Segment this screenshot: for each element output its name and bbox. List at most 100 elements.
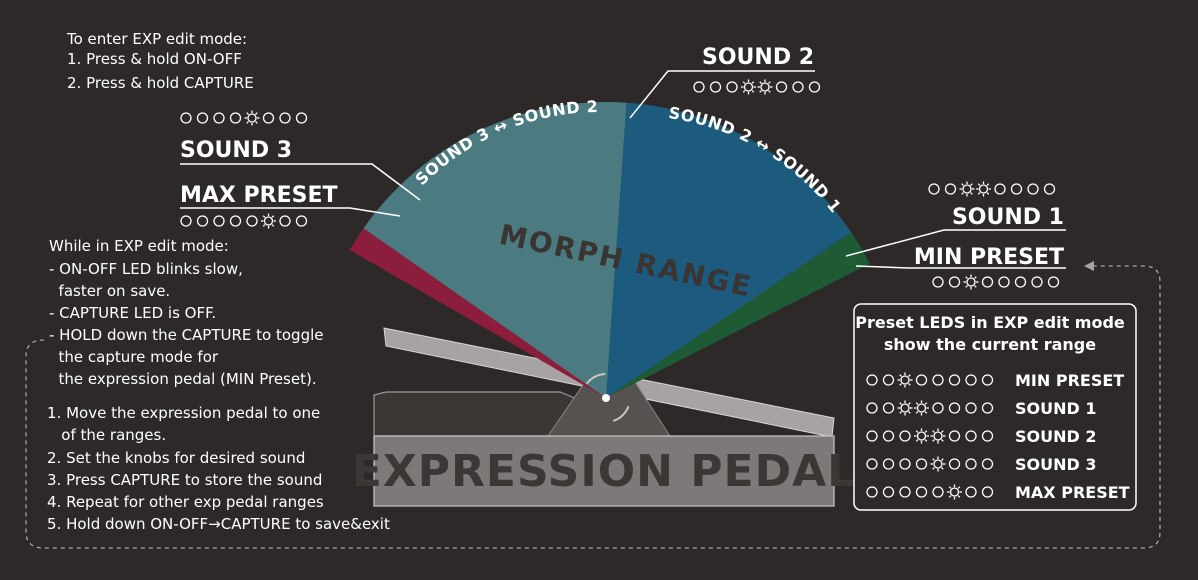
led-off-icon	[1045, 184, 1055, 194]
legend-row-label: MIN PRESET	[1015, 371, 1124, 390]
led-off-icon	[884, 403, 894, 413]
led-on-icon	[931, 457, 946, 472]
sound2-label: SOUND 2	[702, 45, 814, 70]
led-off-icon	[1012, 184, 1022, 194]
step-line: of the ranges.	[47, 426, 166, 444]
led-off-icon	[214, 216, 224, 226]
legend-title-line-1: Preset LEDS in EXP edit mode	[855, 313, 1125, 332]
sound1-label: SOUND 1	[952, 205, 1064, 230]
led-off-icon	[933, 403, 943, 413]
note-line: - CAPTURE LED is OFF.	[49, 304, 216, 322]
enter-mode-step-2: 2. Press & hold CAPTURE	[67, 74, 254, 92]
led-on-icon	[741, 80, 756, 95]
step-line: 3. Press CAPTURE to store the sound	[47, 471, 322, 489]
led-off-icon	[711, 82, 721, 92]
led-off-icon	[867, 403, 877, 413]
led-on-icon	[245, 111, 260, 126]
led-off-icon	[1049, 277, 1059, 287]
led-off-icon	[280, 113, 290, 123]
max-preset-led-row	[181, 214, 307, 229]
enter-mode-title: To enter EXP edit mode:	[66, 30, 247, 48]
led-off-icon	[983, 403, 993, 413]
legend-row: MAX PRESET	[867, 483, 1130, 502]
led-legend: Preset LEDS in EXP edit mode show the cu…	[854, 304, 1136, 510]
max-preset-indicator: MAX PRESET	[180, 183, 400, 229]
legend-row-label: SOUND 1	[1015, 399, 1097, 418]
led-off-icon	[884, 431, 894, 441]
led-off-icon	[983, 277, 993, 287]
led-off-icon	[867, 375, 877, 385]
note-line: - ON-OFF LED blinks slow,	[49, 260, 243, 278]
legend-title-line-2: show the current range	[884, 335, 1096, 354]
note-line: the expression pedal (MIN Preset).	[49, 370, 317, 388]
led-off-icon	[983, 431, 993, 441]
led-off-icon	[867, 487, 877, 497]
led-off-icon	[884, 375, 894, 385]
led-off-icon	[983, 375, 993, 385]
legend-row-label: SOUND 3	[1015, 455, 1097, 474]
legend-rows: MIN PRESET SOUND 1 SOUND 2 SOUND 3 MAX PRESE…	[867, 371, 1130, 502]
led-on-icon	[960, 182, 975, 197]
legend-row-label: SOUND 2	[1015, 427, 1097, 446]
led-off-icon	[999, 277, 1009, 287]
led-off-icon	[933, 375, 943, 385]
led-off-icon	[917, 375, 927, 385]
led-off-icon	[884, 487, 894, 497]
pivot-point	[602, 394, 610, 402]
led-off-icon	[198, 113, 208, 123]
led-on-icon	[758, 80, 773, 95]
sound3-label: SOUND 3	[180, 138, 292, 163]
led-off-icon	[929, 184, 939, 194]
led-off-icon	[900, 459, 910, 469]
led-off-icon	[1028, 184, 1038, 194]
led-off-icon	[966, 375, 976, 385]
led-off-icon	[181, 216, 191, 226]
sound3-led-row	[181, 111, 307, 126]
led-off-icon	[950, 459, 960, 469]
led-off-icon	[214, 113, 224, 123]
max-preset-label: MAX PRESET	[180, 183, 338, 208]
legend-row: SOUND 3	[867, 455, 1097, 474]
edit-mode-notes: While in EXP edit mode: - ON-OFF LED bli…	[49, 237, 323, 388]
led-off-icon	[917, 459, 927, 469]
led-off-icon	[297, 216, 307, 226]
sound2-led-row	[694, 80, 820, 95]
led-off-icon	[966, 403, 976, 413]
led-off-icon	[917, 487, 927, 497]
legend-row-label: MAX PRESET	[1015, 483, 1130, 502]
enter-mode-step-1: 1. Press & hold ON-OFF	[67, 50, 242, 68]
led-on-icon	[976, 182, 991, 197]
led-on-icon	[898, 401, 913, 416]
led-off-icon	[810, 82, 820, 92]
led-off-icon	[867, 431, 877, 441]
led-off-icon	[1016, 277, 1026, 287]
step-line: 1. Move the expression pedal to one	[47, 404, 320, 422]
led-on-icon	[914, 429, 929, 444]
led-off-icon	[983, 487, 993, 497]
led-off-icon	[900, 431, 910, 441]
led-on-icon	[898, 373, 913, 388]
led-off-icon	[231, 113, 241, 123]
led-off-icon	[1032, 277, 1042, 287]
led-off-icon	[247, 216, 257, 226]
led-off-icon	[950, 403, 960, 413]
step-line: 2. Set the knobs for desired sound	[47, 449, 305, 467]
led-off-icon	[884, 459, 894, 469]
led-off-icon	[966, 487, 976, 497]
led-off-icon	[264, 113, 274, 123]
loop-arrowhead-icon	[1084, 261, 1094, 271]
legend-row: SOUND 2	[867, 427, 1097, 446]
led-off-icon	[950, 375, 960, 385]
led-off-icon	[297, 113, 307, 123]
min-preset-led-row	[933, 275, 1059, 290]
expression-pedal-label: EXPRESSION PEDAL	[352, 446, 856, 497]
led-on-icon	[261, 214, 276, 229]
led-off-icon	[231, 216, 241, 226]
led-on-icon	[931, 429, 946, 444]
led-off-icon	[181, 113, 191, 123]
min-preset-label: MIN PRESET	[914, 245, 1064, 270]
led-off-icon	[933, 277, 943, 287]
step-line: 4. Repeat for other exp pedal ranges	[47, 493, 324, 511]
led-on-icon	[964, 275, 979, 290]
led-off-icon	[950, 277, 960, 287]
